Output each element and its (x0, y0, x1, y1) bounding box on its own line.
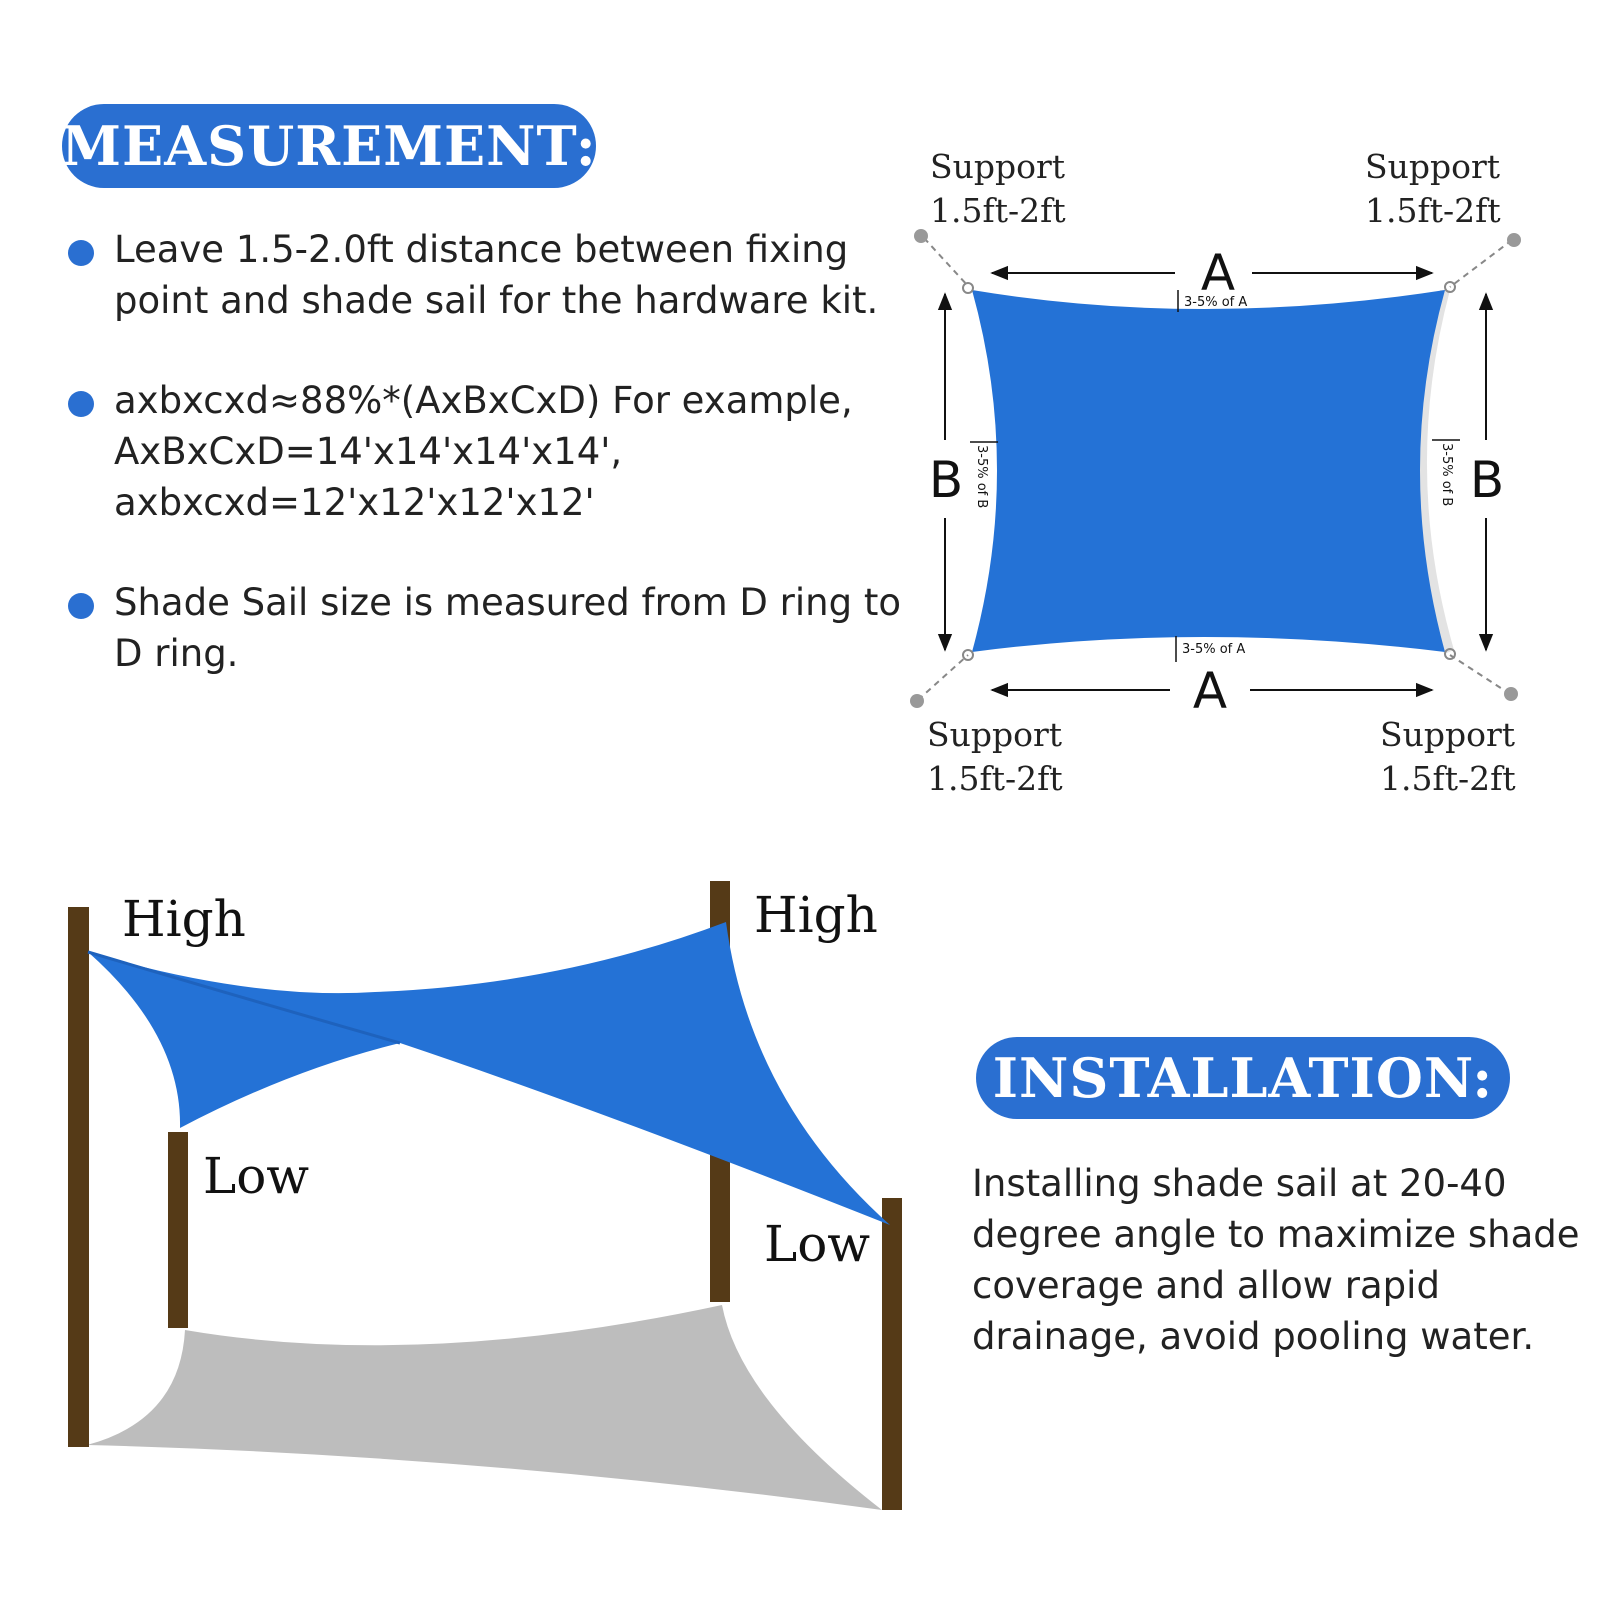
sag-b-label: 3-5% of B (1439, 443, 1454, 506)
bullet-text: Shade Sail size is measured from D ring … (114, 581, 901, 675)
side-a-label: A (1193, 662, 1227, 720)
bullet-dot-icon (68, 240, 94, 266)
anchor-point-icon (1504, 687, 1518, 701)
support-label-top-left-line1: Support (930, 147, 1065, 186)
support-line (923, 237, 969, 287)
d-ring-icon (1444, 648, 1456, 660)
bullet-dot-icon (68, 593, 94, 619)
d-ring-icon (962, 282, 974, 294)
high-label-right: High (754, 886, 878, 944)
support-label-bottom-right-line1: Support (1380, 715, 1515, 754)
high-label-left: High (122, 890, 246, 948)
sag-a-label: 3-5% of A (1184, 295, 1247, 310)
low-label-right: Low (764, 1215, 870, 1273)
sail-fold-line (87, 950, 401, 1045)
support-label-top-right-line1: Support (1365, 147, 1500, 186)
installed-sail-shape (88, 922, 890, 1225)
sail-measurement-diagram: A 3-5% of A A 3-5% of A B 3-5% of B B 3-… (910, 147, 1521, 798)
support-label-top-left-line2: 1.5ft-2ft (930, 191, 1066, 230)
side-b-label: B (929, 451, 963, 509)
bullet-text: Leave 1.5-2.0ft distance between fixing … (114, 228, 879, 322)
installation-text: Installing shade sail at 20-40 degree an… (972, 1162, 1580, 1358)
low-label-left: Low (203, 1147, 309, 1205)
ground-shadow (87, 1305, 882, 1510)
d-ring-icon (962, 649, 974, 661)
measurement-heading: MEASUREMENT: (61, 104, 596, 188)
support-label-bottom-left-line2: 1.5ft-2ft (927, 759, 1063, 798)
anchor-point-icon (1507, 233, 1521, 247)
support-label-bottom-right-line2: 1.5ft-2ft (1380, 759, 1516, 798)
support-line (917, 654, 969, 701)
support-line (1449, 654, 1511, 695)
anchor-point-icon (914, 229, 928, 243)
post-right-low (882, 1198, 902, 1510)
bullet-dot-icon (68, 391, 94, 417)
measurement-bullet: Shade Sail size is measured from D ring … (66, 577, 926, 679)
sail-edge-shadow (1417, 290, 1454, 654)
sag-a-label: 3-5% of A (1182, 642, 1245, 657)
installation-heading: INSTALLATION: (976, 1037, 1510, 1119)
post-left-low (168, 1132, 188, 1328)
anchor-point-icon (910, 694, 924, 708)
measurement-bullet: axbxcxd≈88%*(AxBxCxD) For example, AxBxC… (66, 375, 926, 528)
d-ring-icon (1444, 281, 1456, 293)
side-b-label: B (1470, 451, 1504, 509)
measurement-bullet: Leave 1.5-2.0ft distance between fixing … (66, 224, 926, 326)
side-a-label: A (1201, 244, 1235, 302)
sag-b-label: 3-5% of B (974, 445, 989, 508)
support-label-bottom-left-line1: Support (927, 715, 1062, 754)
support-label-top-right-line2: 1.5ft-2ft (1365, 191, 1501, 230)
rect-sail-shape (972, 290, 1445, 652)
post-left-high (68, 907, 89, 1447)
measurement-bullet-list: Leave 1.5-2.0ft distance between fixing … (66, 224, 926, 728)
support-line (1449, 239, 1513, 288)
installation-angle-diagram: High High Low Low (68, 881, 902, 1510)
bullet-text: axbxcxd≈88%*(AxBxCxD) For example, AxBxC… (114, 379, 853, 524)
